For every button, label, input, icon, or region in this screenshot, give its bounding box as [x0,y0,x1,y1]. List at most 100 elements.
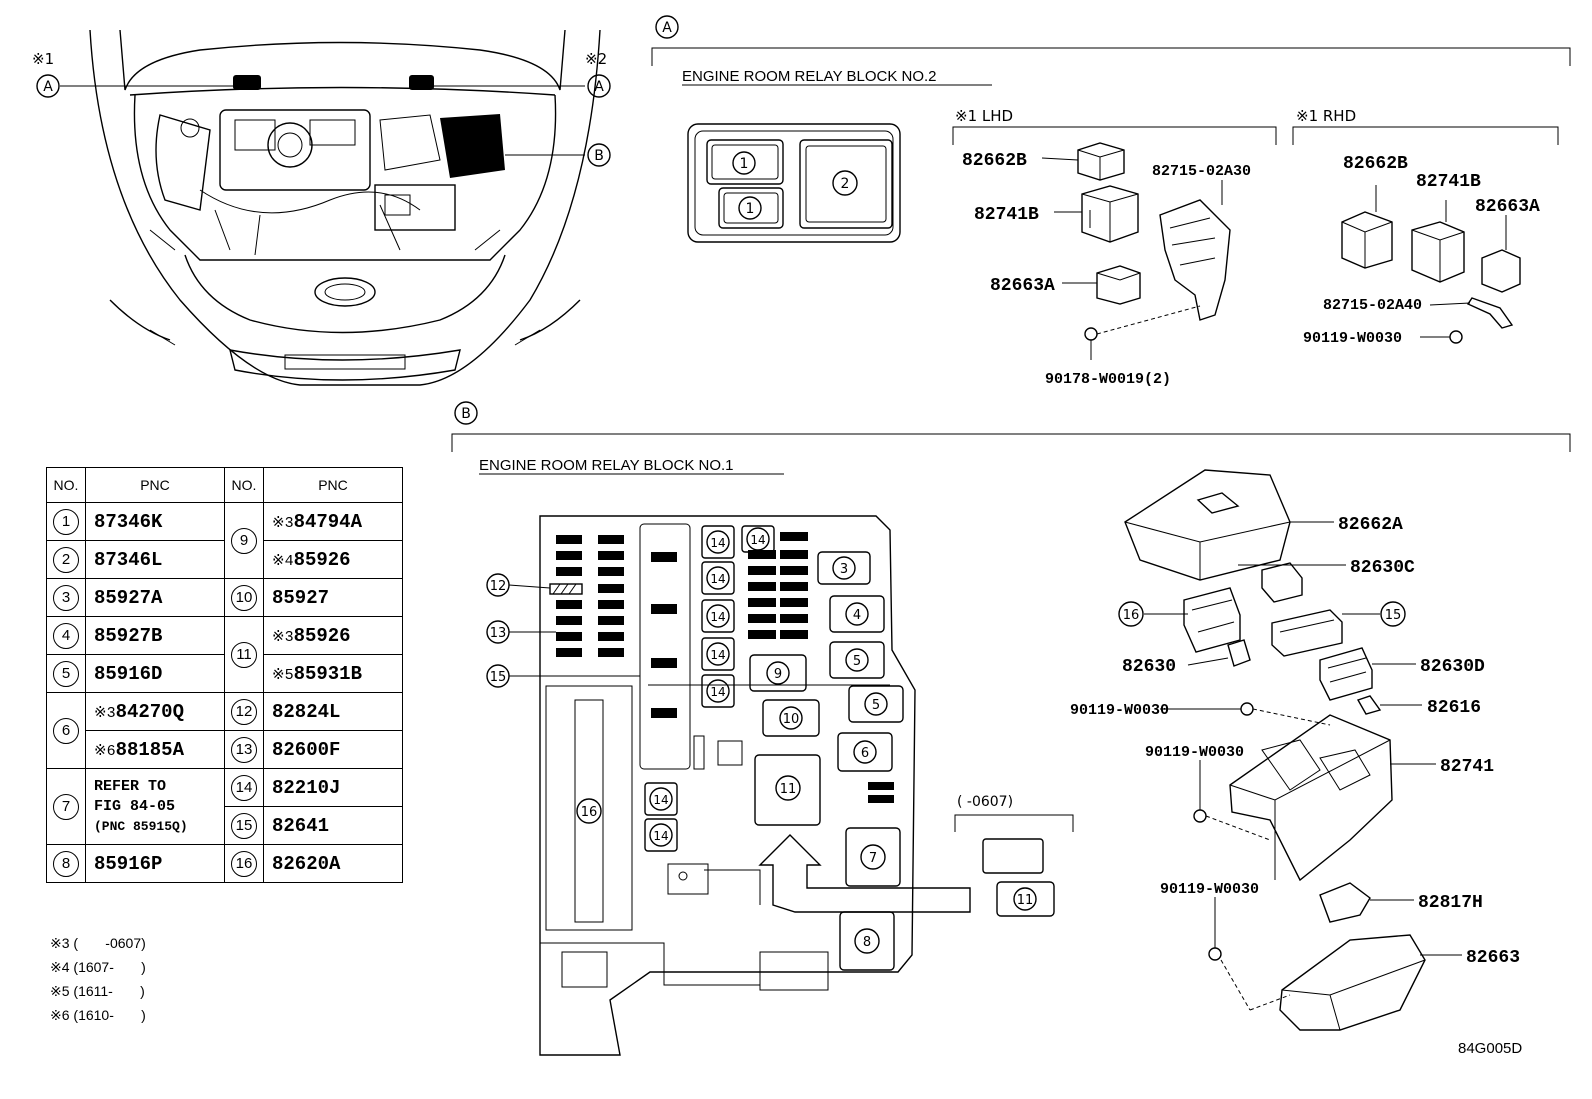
table-row: 8 85916P 16 82620A [46,844,403,883]
lhd-part-numbers: 82662B 82741B 82663A 82715-02A30 90178-W… [962,151,1251,388]
pn-90119-w0030-b: 90119-W0030 [1145,744,1244,761]
note-3: ※3 ( -0607) [50,935,146,951]
pnc-value: 84270Q [115,700,184,723]
pn-82662b-lhd: 82662B [962,151,1027,171]
pn-82663a-lhd: 82663A [990,276,1055,296]
marker-b-vehicle [587,143,611,167]
pn-82616: 82616 [1427,698,1481,718]
section-a-title: ENGINE ROOM RELAY BLOCK NO.2 [682,68,937,85]
pnc-value: 88185A [115,738,184,761]
callout-15: 15 [1385,608,1402,623]
table-row: 3 85927A 10 85927 [46,578,403,617]
note-6: ※6 (1610- ) [50,1007,146,1023]
pn-82630: 82630 [1122,657,1176,677]
pnc-value: 85927B [85,616,225,655]
vehicle-note-left: ※1 [32,50,54,68]
row-number: 14 [231,774,257,801]
relay-block-no1 [539,515,916,1056]
pnc-value: 85916D [85,654,225,693]
svg-text:4: 4 [853,608,861,623]
table-row: 4 85927B 11 ※385926 [46,616,403,693]
pn-82741b-lhd: 82741B [974,205,1039,225]
section-a-marker-label: A [662,20,672,36]
row-number: 9 [231,527,257,554]
svg-text:14: 14 [750,533,765,547]
pnc-value: 87346K [85,502,225,541]
row-number: 10 [231,584,257,611]
pnc-value: 85927A [85,578,225,617]
pnc-table: NO. PNC NO. PNC 1 87346K 9 ※384794A 2 87… [46,467,403,883]
marker-a-left-label: A [43,79,53,95]
rhd-part-numbers: 82662B 82741B 82663A 82715-02A40 90119-W… [1303,154,1540,347]
exploded-assembly-illustration [1124,469,1462,1031]
section-a-marker [655,15,679,39]
row-number: 4 [53,622,79,649]
date-note: ( -0607) [957,794,1013,810]
lhd-bracket [952,126,1277,145]
section-b-title: ENGINE ROOM RELAY BLOCK NO.1 [479,457,734,474]
lhd-label: ※1 LHD [955,107,1013,125]
table-header-pnc: PNC [85,467,225,503]
pn-82715-02a30: 82715-02A30 [1152,163,1251,180]
vehicle-note-right: ※2 [585,50,607,68]
date-note-bracket [954,814,1074,832]
pn-90119-w0030-a: 90119-W0030 [1070,702,1169,719]
pnc-value: 85926 [293,624,351,647]
row-number: 1 [53,508,79,535]
relay-block-no1-callouts: 14 14 14 14 14 14 14 14 3 4 5 5 6 7 8 9 … [576,525,1055,971]
svg-text:12: 12 [490,579,507,594]
refer-to-pnc: (PNC 85915Q) [94,818,188,834]
table-row: 6 ※384270Q 12 82824L [46,692,403,769]
svg-text:1: 1 [746,201,755,217]
row-number: 2 [53,546,79,573]
pn-82741: 82741 [1440,757,1494,777]
pn-82662a: 82662A [1338,515,1403,535]
section-b-marker-label: B [461,406,471,422]
marker-a-right-label: A [594,79,604,95]
pn-82662b-rhd: 82662B [1343,154,1408,174]
svg-text:13: 13 [490,626,507,641]
svg-text:14: 14 [710,610,725,624]
table-row: 5 85916D ※585931B [46,654,403,693]
pn-90119-w0030-c: 90119-W0030 [1160,881,1259,898]
table-header-pnc-2: PNC [263,467,403,503]
svg-text:14: 14 [653,793,668,807]
svg-text:3: 3 [840,562,848,577]
pnc-value: 85927 [263,578,403,617]
callout-16: 16 [1123,608,1140,623]
section-a-bracket [651,47,1571,66]
row-number: 12 [231,698,257,725]
pnc-value: 82600F [263,730,403,769]
row-number: 6 [53,717,79,744]
pnc-value: 82641 [263,806,403,845]
pnc-value: 82210J [263,768,403,807]
refer-to-figure: FIG 84-05 [94,797,176,815]
rhd-parts-illustration [1341,185,1521,344]
rhd-bracket [1292,126,1559,145]
svg-text:8: 8 [863,935,871,950]
exploded-part-numbers: 82662A 82630C 16 15 82630 82630D 90119-W… [1070,515,1520,968]
svg-text:7: 7 [869,851,877,866]
marker-b-vehicle-label: B [594,148,604,164]
svg-text:14: 14 [710,536,725,550]
svg-text:2: 2 [841,176,850,192]
pnc-note-mark: ※3 [272,628,294,646]
table-header-row: NO. PNC NO. PNC [46,467,403,503]
table-row: ※688185A 13 82600F [47,730,403,769]
svg-text:14: 14 [710,572,725,586]
pn-90119-w0030-rhd: 90119-W0030 [1303,330,1402,347]
relay-block-no1-left-callouts: 12 13 15 [486,573,640,688]
date-notes: ※3 ( -0607) ※4 (1607- ) ※5 (1611- ) ※6 (… [50,931,146,1027]
marker-a-left [36,74,60,98]
detail-arrow [758,834,971,913]
pnc-note-mark: ※6 [94,742,116,760]
row-number: 7 [53,793,79,820]
svg-text:11: 11 [1017,893,1034,908]
table-row: 1 87346K 9 ※384794A [46,502,403,579]
svg-text:9: 9 [774,667,782,682]
table-header-no: NO. [46,467,86,503]
vehicle-engine-bay-illustration [60,29,601,386]
row-number: 5 [53,660,79,687]
svg-text:11: 11 [780,782,797,797]
